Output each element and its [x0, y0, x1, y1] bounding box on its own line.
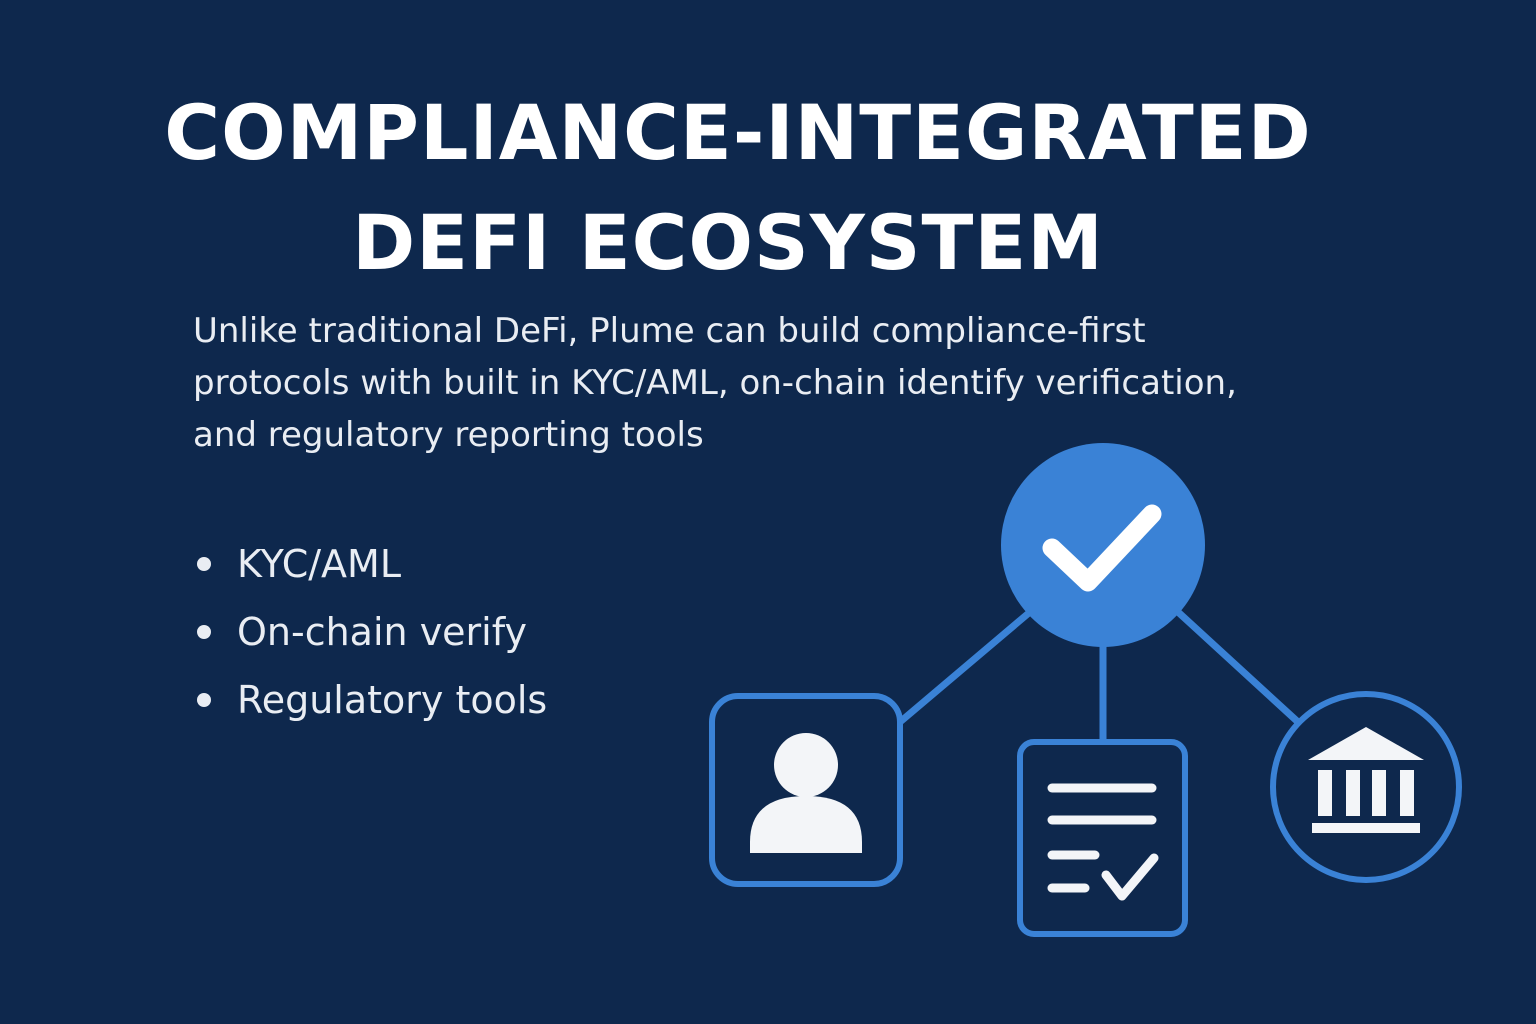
- feature-item-onchain: On-chain verify: [193, 598, 547, 666]
- feature-label: Regulatory tools: [237, 678, 548, 722]
- bullet-dot-icon: [197, 693, 211, 707]
- document-node: [1017, 739, 1188, 937]
- checklist-document-icon: [1047, 783, 1159, 901]
- description: Unlike traditional DeFi, Plume can build…: [193, 305, 1393, 461]
- description-line-1: Unlike traditional DeFi, Plume can build…: [193, 311, 1146, 351]
- title-line-2: DEFI ECOSYSTEM: [352, 198, 1104, 287]
- bullet-dot-icon: [197, 625, 211, 639]
- feature-item-kyc: KYC/AML: [193, 530, 547, 598]
- connector-line: [896, 608, 1034, 726]
- feature-label: KYC/AML: [237, 542, 401, 586]
- user-icon: [750, 733, 862, 853]
- description-line-3: and regulatory reporting tools: [193, 415, 704, 455]
- checkmark-icon: [1042, 504, 1162, 592]
- feature-list: KYC/AML On-chain verify Regulatory tools: [193, 530, 547, 734]
- connector-line: [1174, 608, 1302, 726]
- bank-icon: [1308, 727, 1424, 833]
- description-line-2: protocols with built in KYC/AML, on-chai…: [193, 363, 1237, 403]
- verified-hub: [1001, 443, 1205, 647]
- feature-label: On-chain verify: [237, 610, 527, 654]
- title-line-1: COMPLIANCE-INTEGRATED: [164, 88, 1312, 177]
- bank-node: [1270, 691, 1462, 883]
- user-node: [709, 693, 903, 887]
- page-title: COMPLIANCE-INTEGRATED DEFI ECOSYSTEM: [0, 78, 1536, 298]
- feature-item-regulatory: Regulatory tools: [193, 666, 547, 734]
- bullet-dot-icon: [197, 557, 211, 571]
